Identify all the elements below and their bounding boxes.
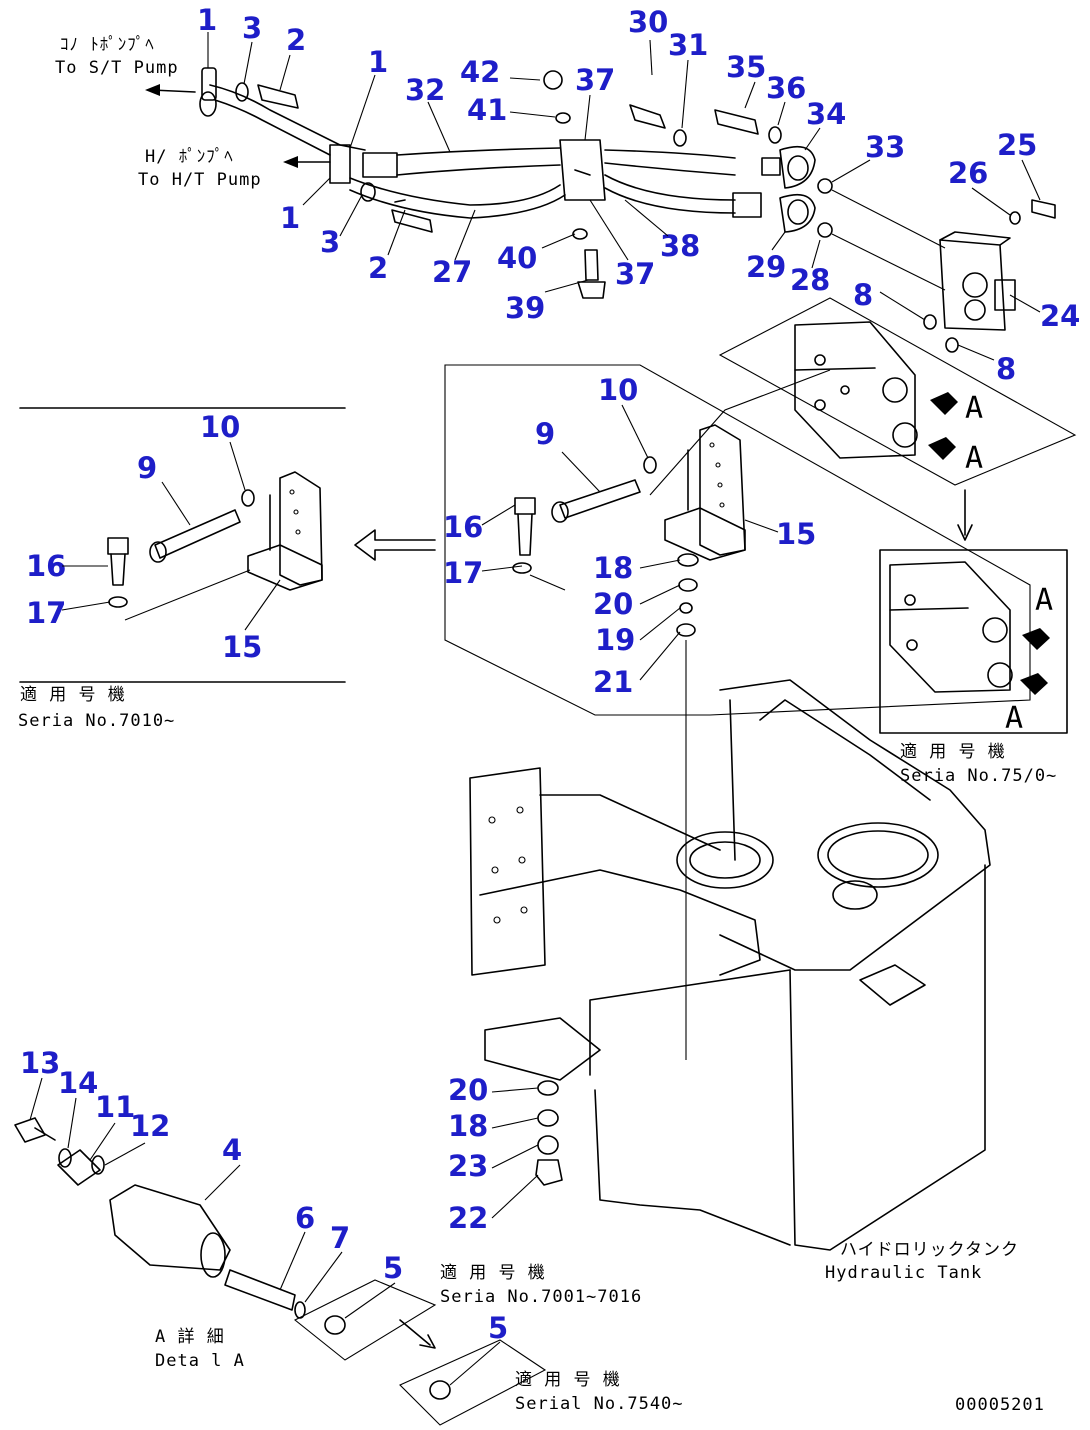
view-a-panel	[879, 489, 1068, 734]
callout: 33	[865, 130, 905, 164]
serial-right-jp: 適 用 号 機	[900, 742, 1006, 762]
callout: 1	[197, 3, 217, 37]
callout: 41	[467, 93, 507, 127]
callout: 2	[368, 251, 388, 285]
callout: 27	[432, 255, 472, 289]
callouts: 1 3 2 1 32 42 37 41 30 31 35 36 34 33 25…	[20, 3, 1080, 1345]
detail-a-en: Deta l A	[155, 1351, 245, 1371]
to-st-pump-jp: ｺﾉ ﾄﾎﾟﾝﾌﾟﾍ	[60, 35, 155, 55]
callout: 5	[488, 1311, 508, 1345]
view-letter-a: A	[965, 391, 984, 426]
callout: 1	[280, 201, 300, 235]
view-letter-a: A	[1035, 583, 1054, 618]
callout: 36	[766, 71, 806, 105]
callout: 4	[222, 1133, 242, 1167]
callout: 8	[996, 352, 1016, 386]
callout: 40	[497, 241, 537, 275]
bracket-detail-center	[444, 364, 1031, 1060]
serial-bottom2-jp: 適 用 号 機	[515, 1370, 621, 1390]
callout: 7	[330, 1221, 350, 1255]
callout: 35	[726, 50, 766, 84]
to-ht-pump-en: To H/T Pump	[138, 170, 262, 190]
callout: 20	[593, 587, 633, 621]
view-letter-a: A	[965, 441, 984, 476]
hose-assembly	[145, 67, 946, 299]
detail-a	[14, 1117, 547, 1426]
callout: 39	[505, 291, 545, 325]
callout: 17	[443, 556, 483, 590]
leader-lines	[29, 32, 1041, 1386]
serial-left-en: Seria No.7010~	[18, 711, 175, 731]
serial-bottom1-en: Seria No.7001~7016	[440, 1287, 642, 1307]
to-st-pump-en: To S/T Pump	[55, 58, 179, 78]
detail-a-jp: A 詳 細	[155, 1327, 225, 1347]
view-letter-a: A	[1005, 701, 1024, 736]
bracket-detail-left	[19, 407, 436, 683]
hydraulic-tank	[469, 679, 991, 1251]
callout: 26	[948, 156, 988, 190]
callout: 8	[853, 278, 873, 312]
callout: 24	[1040, 299, 1080, 333]
callout: 15	[222, 630, 262, 664]
callout: 42	[460, 55, 500, 89]
callout: 3	[242, 11, 262, 45]
callout: 19	[595, 623, 635, 657]
tank-label-en: Hydraulic Tank	[825, 1263, 982, 1283]
callout: 11	[95, 1090, 135, 1124]
callout: 17	[26, 596, 66, 630]
callout: 14	[58, 1066, 98, 1100]
callout: 25	[997, 128, 1037, 162]
serial-bottom1-jp: 適 用 号 機	[440, 1263, 546, 1283]
valve-block	[718, 199, 1077, 486]
callout: 16	[443, 510, 483, 544]
callout: 18	[448, 1109, 488, 1143]
callout: 21	[593, 665, 633, 699]
callout: 28	[790, 263, 830, 297]
callout: 1	[368, 45, 388, 79]
callout: 9	[535, 417, 555, 451]
callout: 16	[26, 549, 66, 583]
callout: 29	[746, 250, 786, 284]
callout: 10	[200, 410, 240, 444]
callout: 9	[137, 451, 157, 485]
serial-right-en: Seria No.75/0~	[900, 766, 1057, 786]
callout: 15	[776, 517, 816, 551]
callout: 22	[448, 1201, 488, 1235]
callout: 18	[593, 551, 633, 585]
callout: 5	[383, 1251, 403, 1285]
callout: 12	[130, 1109, 170, 1143]
callout: 23	[448, 1149, 488, 1183]
tank-label-jp: ハイドロリックタンク	[840, 1240, 1019, 1260]
callout: 34	[806, 97, 846, 131]
callout: 37	[575, 63, 615, 97]
callout: 30	[628, 5, 668, 39]
callout: 32	[405, 73, 445, 107]
drawing-number: 00005201	[955, 1395, 1045, 1415]
callout: 37	[615, 257, 655, 291]
callout: 6	[295, 1201, 315, 1235]
callout: 10	[598, 373, 638, 407]
callout: 13	[20, 1046, 60, 1080]
to-ht-pump-jp: H/ ﾎﾟﾝﾌﾟﾍ	[145, 147, 234, 167]
serial-left-jp: 適 用 号 機	[20, 685, 126, 705]
notes: ｺﾉ ﾄﾎﾟﾝﾌﾟﾍ To S/T Pump H/ ﾎﾟﾝﾌﾟﾍ To H/T …	[18, 35, 1057, 1415]
callout: 31	[668, 28, 708, 62]
callout: 20	[448, 1073, 488, 1107]
callout: 3	[320, 225, 340, 259]
serial-bottom2-en: Serial No.7540~	[515, 1394, 684, 1414]
callout: 2	[286, 23, 306, 57]
